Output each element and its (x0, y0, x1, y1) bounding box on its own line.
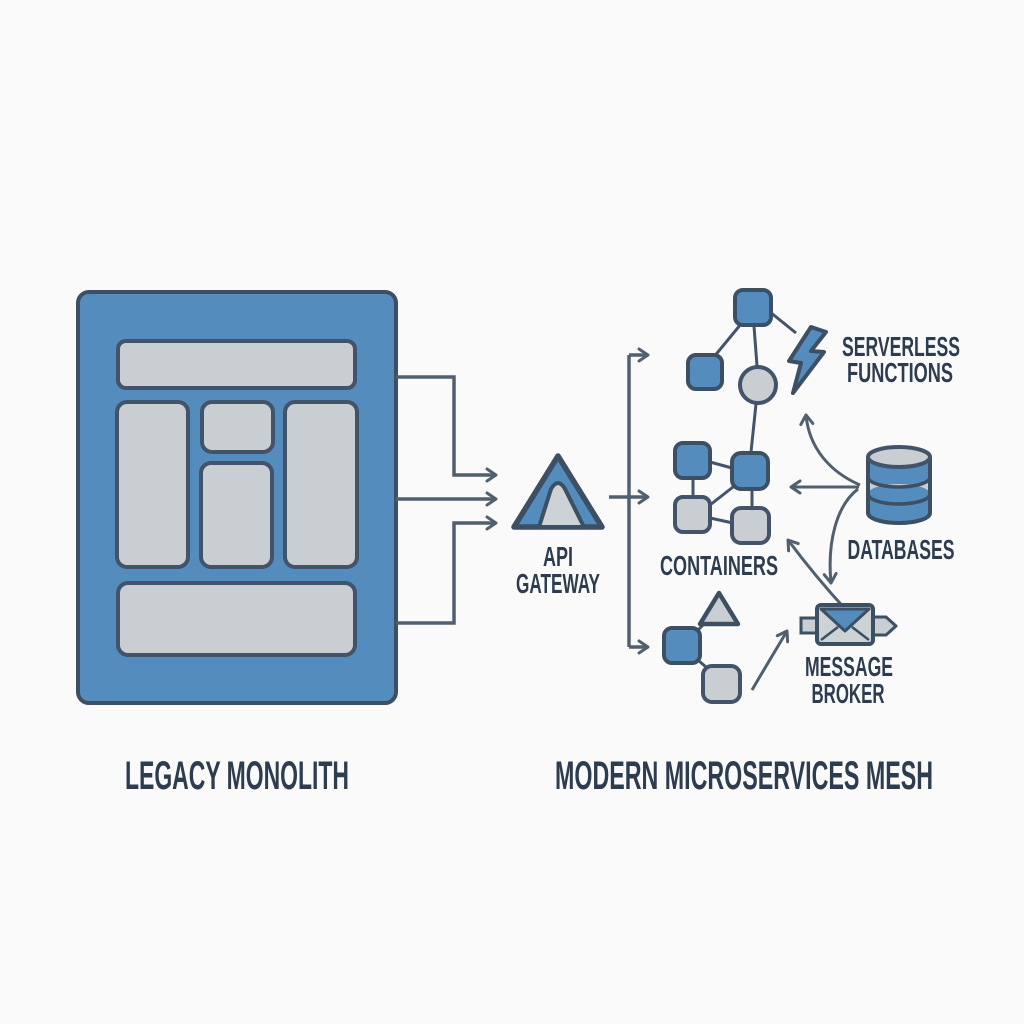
gateway-branch-connectors (609, 347, 650, 655)
message-broker-group: MESSAGE BROKER (799, 603, 898, 709)
serverless-label-line2: FUNCTIONS (847, 357, 953, 388)
databases-label: DATABASES (848, 534, 955, 565)
containers-cluster-group: CONTAINERS (660, 441, 778, 581)
monolith-to-gateway-connectors (396, 375, 498, 625)
node-edge (769, 310, 797, 335)
service-node-circle (738, 365, 778, 405)
connector-arrow-bottom (396, 515, 498, 625)
lightning-bolt-icon (787, 325, 828, 395)
service-node-square (733, 288, 773, 327)
node-edge (709, 460, 733, 470)
container-node-square (730, 451, 770, 491)
worker-cluster-group (662, 590, 742, 704)
node-edge (752, 325, 759, 367)
legacy-monolith-group (76, 290, 398, 705)
envelope-flap (819, 607, 871, 633)
databases-group: DATABASES (848, 445, 955, 565)
node-edge (749, 403, 758, 453)
modern-mesh-caption: MODERN MICROSERVICES MESH (555, 754, 933, 798)
node-edge (709, 516, 734, 525)
container-node-square (730, 506, 771, 545)
worker-node-triangle (697, 590, 741, 627)
monolith-block-top (116, 339, 357, 390)
monolith-block-right (283, 400, 359, 569)
arrow-broker-to-containers (786, 538, 849, 613)
broker-label-line2: BROKER (812, 678, 885, 709)
worker-node-square (662, 626, 702, 665)
serverless-cluster-group: SERVERLESS FUNCTIONS (686, 288, 960, 453)
database-cylinder-icon (866, 445, 932, 469)
api-gateway-group: API GATEWAY (511, 453, 605, 599)
legacy-monolith-caption: LEGACY MONOLITH (125, 754, 349, 798)
node-edge (709, 485, 734, 507)
worker-node-square (701, 664, 742, 704)
gateway-label-line2: GATEWAY (516, 568, 600, 599)
database-band-arc (866, 493, 932, 506)
service-node-square (686, 353, 724, 391)
arrow-databases-to-broker (822, 487, 859, 585)
database-body (868, 457, 930, 523)
serverless-label-line1: SERVERLESS (842, 331, 960, 362)
monolith-block-mid-tall (199, 461, 274, 569)
arrow-workers-to-broker (750, 629, 790, 691)
arrow-databases-to-serverless (799, 413, 861, 487)
monolith-block-left (115, 400, 190, 569)
container-node-square (673, 441, 712, 480)
container-node-square (673, 495, 712, 534)
gateway-label-line1: API (543, 541, 573, 572)
connector-arrow-top (396, 375, 498, 483)
database-outline (866, 457, 932, 525)
monolith-block-mid-small (200, 400, 275, 454)
node-edge (698, 659, 707, 669)
broker-label-line1: MESSAGE (805, 651, 893, 682)
envelope-creases (820, 626, 870, 641)
broker-output-tab (871, 615, 898, 637)
database-band-arc (866, 476, 932, 489)
gateway-inner-shape (537, 481, 586, 529)
monolith-block-bottom (116, 581, 357, 657)
node-edge (711, 323, 743, 359)
containers-label: CONTAINERS (660, 550, 778, 581)
